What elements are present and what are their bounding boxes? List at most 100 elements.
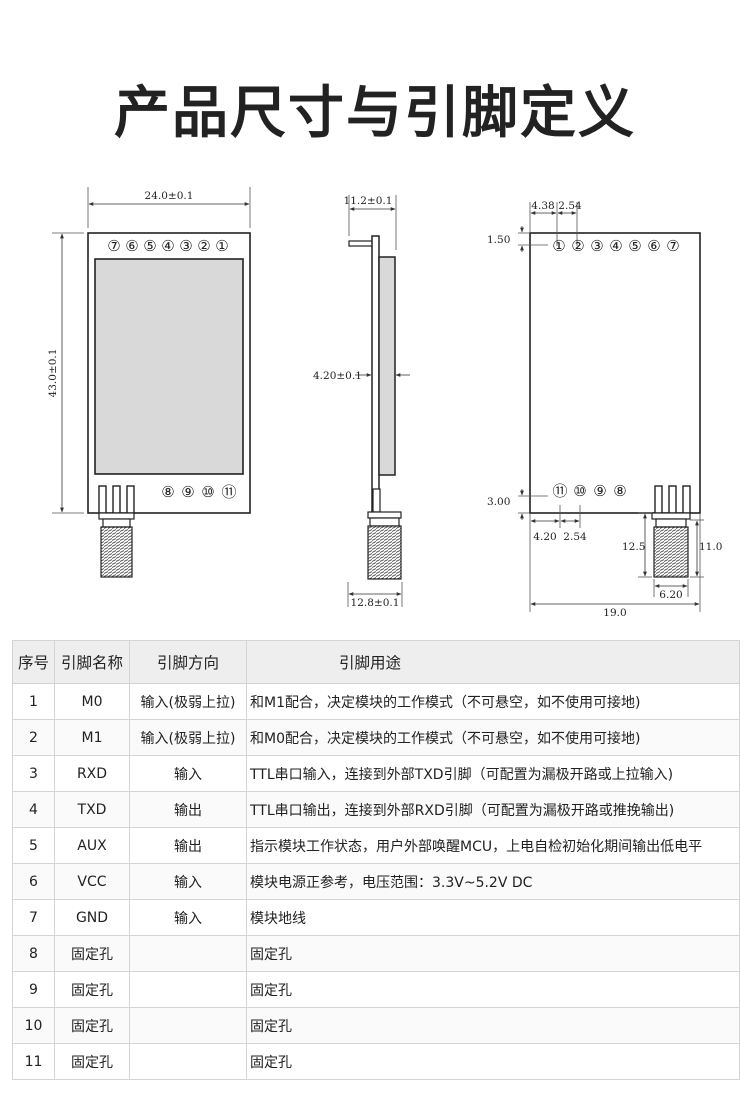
header-pin-direction: 引脚方向 <box>129 640 247 684</box>
side-pcb <box>371 235 380 513</box>
table-row: 7 GND 输入 模块地线 <box>12 899 740 936</box>
back-top-offset-label: 4.38 <box>531 200 554 212</box>
cell-index: 8 <box>12 935 55 972</box>
back-pin-9: ⑨ <box>593 482 606 500</box>
cell-index: 2 <box>12 719 55 756</box>
back-pin-10: ⑩ <box>573 482 586 500</box>
back-pin-8: ⑧ <box>613 482 626 500</box>
back-pin-7: ⑦ <box>666 237 679 255</box>
front-pin-1: ① <box>215 237 228 255</box>
front-pin-11: ⑪ <box>221 483 236 501</box>
cell-pin-direction: 输入(极弱上拉) <box>129 683 247 720</box>
side-shield <box>378 256 396 476</box>
cell-pin-direction <box>129 935 247 972</box>
back-total-width-label: 19.0 <box>603 607 626 619</box>
table-row: 5 AUX 输出 指示模块工作状态，用户外部唤醒MCU，上电自检初始化期间输出低… <box>12 827 740 864</box>
back-pin-1: ① <box>552 237 565 255</box>
cell-pin-direction: 输出 <box>129 827 247 864</box>
cell-pin-name: VCC <box>54 863 130 900</box>
cell-index: 7 <box>12 899 55 936</box>
cell-pin-name: AUX <box>54 827 130 864</box>
table-row: 1 M0 输入(极弱上拉) 和M1配合，决定模块的工作模式（不可悬空，如不使用可… <box>12 683 740 720</box>
cell-pin-usage: TTL串口输入，连接到外部TXD引脚（可配置为漏极开路或上拉输入) <box>246 755 740 792</box>
cell-pin-name: 固定孔 <box>54 1043 130 1080</box>
front-pin-5: ⑤ <box>143 237 156 255</box>
back-top-margin-label: 1.50 <box>487 234 510 246</box>
cell-pin-name: 固定孔 <box>54 935 130 972</box>
header-pin-usage: 引脚用途 <box>246 640 740 684</box>
cell-pin-usage: 和M1配合，决定模块的工作模式（不可悬空，如不使用可接地) <box>246 683 740 720</box>
front-pin-2: ② <box>197 237 210 255</box>
table-row: 2 M1 输入(极弱上拉) 和M0配合，决定模块的工作模式（不可悬空，如不使用可… <box>12 719 740 756</box>
cell-pin-name: RXD <box>54 755 130 792</box>
cell-pin-usage: 固定孔 <box>246 935 740 972</box>
table-row: 3 RXD 输入 TTL串口输入，连接到外部TXD引脚（可配置为漏极开路或上拉输… <box>12 755 740 792</box>
back-pin-5: ⑤ <box>628 237 641 255</box>
side-antenna-connector <box>367 488 402 580</box>
cell-pin-usage: 固定孔 <box>246 1007 740 1044</box>
back-connector-width-label: 6.20 <box>659 589 682 601</box>
cell-pin-direction: 输入 <box>129 863 247 900</box>
cell-pin-direction: 输入 <box>129 899 247 936</box>
cell-index: 6 <box>12 863 55 900</box>
side-view: 11.2±0.1 4.20±0.1 12.8±0.1 <box>313 195 410 609</box>
cell-index: 4 <box>12 791 55 828</box>
front-pin-9: ⑨ <box>181 483 194 501</box>
cell-pin-usage: 模块电源正参考，电压范围：3.3V~5.2V DC <box>246 863 740 900</box>
front-pin-10: ⑩ <box>201 483 214 501</box>
cell-index: 3 <box>12 755 55 792</box>
back-pin-6: ⑥ <box>647 237 660 255</box>
back-pin-3: ③ <box>590 237 603 255</box>
front-pin-4: ④ <box>161 237 174 255</box>
cell-pin-direction <box>129 971 247 1008</box>
table-row: 9 固定孔 固定孔 <box>12 971 740 1008</box>
back-pin-2: ② <box>571 237 584 255</box>
cell-pin-usage: 固定孔 <box>246 971 740 1008</box>
cell-index: 1 <box>12 683 55 720</box>
cell-pin-direction <box>129 1043 247 1080</box>
back-bottom-offset-label: 4.20 <box>533 531 556 543</box>
cell-pin-name: 固定孔 <box>54 971 130 1008</box>
cell-pin-name: 固定孔 <box>54 1007 130 1044</box>
front-pin-3: ③ <box>179 237 192 255</box>
front-antenna-connector <box>98 512 135 578</box>
front-pin-8: ⑧ <box>161 483 174 501</box>
cell-pin-name: GND <box>54 899 130 936</box>
cell-pin-usage: 和M0配合，决定模块的工作模式（不可悬空，如不使用可接地) <box>246 719 740 756</box>
pin-definition-table: 序号 引脚名称 引脚方向 引脚用途 1 M0 输入(极弱上拉) 和M1配合，决定… <box>12 640 740 1080</box>
cell-index: 10 <box>12 1007 55 1044</box>
back-top-pitch-label: 2.54 <box>558 200 582 212</box>
cell-pin-direction: 输入(极弱上拉) <box>129 719 247 756</box>
cell-index: 5 <box>12 827 55 864</box>
table-row: 8 固定孔 固定孔 <box>12 935 740 972</box>
cell-pin-direction: 输入 <box>129 755 247 792</box>
cell-index: 11 <box>12 1043 55 1080</box>
back-connector-height-label: 11.0 <box>699 541 722 553</box>
cell-pin-direction: 输出 <box>129 791 247 828</box>
cell-pin-name: M0 <box>54 683 130 720</box>
back-bottom-pitch-label: 2.54 <box>563 531 587 543</box>
cell-index: 9 <box>12 971 55 1008</box>
back-connector-length-label: 12.5 <box>622 541 645 553</box>
header-pin-name: 引脚名称 <box>54 640 130 684</box>
table-row: 11 固定孔 固定孔 <box>12 1043 740 1080</box>
back-view: 4.38 2.54 1.50 ① ② ③ ④ ⑤ ⑥ ⑦ ⑪ ⑩ ⑨ ⑧ <box>487 200 722 619</box>
back-pin-11: ⑪ <box>552 482 567 500</box>
front-pin-7: ⑦ <box>107 237 120 255</box>
back-bottom-margin-label: 3.00 <box>487 496 510 508</box>
back-pin-4: ④ <box>609 237 622 255</box>
front-shield <box>94 258 244 475</box>
front-pin-6: ⑥ <box>125 237 138 255</box>
cell-pin-usage: 固定孔 <box>246 1043 740 1080</box>
side-thickness-label: 4.20±0.1 <box>313 370 362 382</box>
cell-pin-name: TXD <box>54 791 130 828</box>
page-title: 产品尺寸与引脚定义 <box>114 81 636 146</box>
cell-pin-direction <box>129 1007 247 1044</box>
cell-pin-usage: 模块地线 <box>246 899 740 936</box>
cell-pin-name: M1 <box>54 719 130 756</box>
front-height-label: 43.0±0.1 <box>47 349 59 398</box>
front-width-label: 24.0±0.1 <box>145 190 194 202</box>
side-width-label: 11.2±0.1 <box>344 195 393 207</box>
cell-pin-usage: TTL串口输出，连接到外部RXD引脚（可配置为漏极开路或推挽输出) <box>246 791 740 828</box>
header-index: 序号 <box>12 640 55 684</box>
